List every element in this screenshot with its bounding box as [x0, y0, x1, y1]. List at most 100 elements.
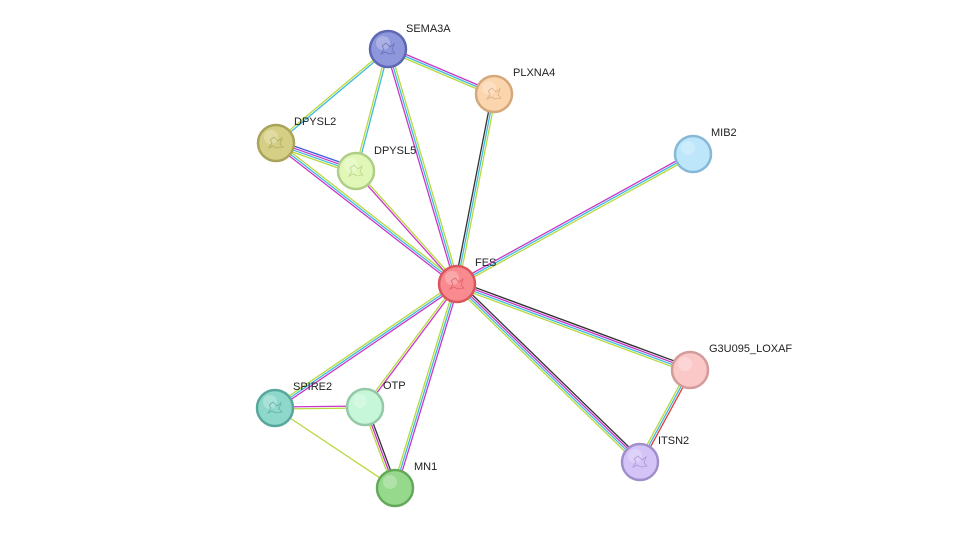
node-label: OTP [383, 380, 406, 392]
protein-structure-icon [267, 136, 284, 149]
node-circle[interactable] [345, 387, 385, 427]
edge-evidence-line [275, 285, 459, 411]
node-circle[interactable] [336, 151, 376, 191]
edge-fes-plxna4[interactable] [454, 93, 497, 285]
edge-fes-sema3a[interactable] [385, 48, 460, 285]
protein-structure-icon [347, 164, 364, 177]
edge-evidence-line [458, 281, 643, 461]
node-label: ITSN2 [658, 435, 689, 447]
edge-evidence-line [354, 48, 388, 171]
edge-evidence-line [387, 48, 458, 285]
node-circle[interactable] [255, 388, 295, 428]
node-highlight [681, 141, 695, 155]
node-label: SPIRE2 [293, 381, 332, 393]
edge-evidence-line [457, 282, 691, 370]
node-circle[interactable] [474, 74, 514, 114]
edge-evidence-line [454, 93, 493, 284]
edge-evidence-line [275, 142, 458, 285]
node-otp[interactable]: OTP [345, 380, 406, 427]
node-dpysl5[interactable]: DPYSL5 [336, 145, 416, 191]
node-label: PLXNA4 [513, 67, 555, 79]
edge-fes-dpysl5[interactable] [354, 169, 459, 286]
node-dpysl2[interactable]: DPYSL2 [256, 116, 336, 163]
edge-evidence-line [455, 151, 693, 283]
edge-evidence-line [354, 171, 457, 286]
edge-evidence-line [274, 407, 396, 489]
node-circle[interactable] [368, 29, 408, 69]
edge-evidence-line [455, 286, 690, 374]
node-circle[interactable] [256, 123, 296, 163]
protein-structure-icon [379, 42, 396, 55]
protein-structure-icon [485, 87, 502, 100]
node-mib2[interactable]: MIB2 [673, 127, 737, 174]
edge-evidence-line [457, 155, 695, 287]
node-highlight [353, 394, 367, 408]
edge-fes-otp[interactable] [363, 283, 459, 408]
edge-evidence-line [276, 49, 390, 145]
edge-evidence-line [457, 282, 642, 462]
node-plxna4[interactable]: PLXNA4 [474, 67, 555, 114]
edge-evidence-line [386, 50, 494, 97]
node-itsn2[interactable]: ITSN2 [620, 435, 689, 482]
edge-evidence-line [274, 283, 458, 409]
edge-evidence-line [458, 94, 497, 285]
edge-evidence-line [356, 169, 459, 284]
edge-fes-mib2[interactable] [455, 151, 695, 287]
node-highlight [628, 449, 642, 463]
edge-evidence-line [456, 284, 690, 372]
edge-evidence-line [457, 280, 692, 368]
edge-evidence-line [454, 285, 639, 465]
node-highlight [383, 475, 397, 489]
edge-evidence-line [274, 144, 457, 287]
edge-fes-g3u095_loxaf[interactable] [455, 280, 692, 374]
edge-fes-dpysl2[interactable] [274, 140, 459, 287]
edge-evidence-line [396, 284, 460, 489]
edge-fes-itsn2[interactable] [454, 281, 643, 465]
edge-evidence-line [363, 283, 457, 407]
edge-evidence-line [388, 46, 496, 93]
node-label: G3U095_LOXAF [709, 343, 792, 355]
edge-evidence-line [392, 283, 456, 488]
node-circle[interactable] [375, 468, 415, 508]
node-label: MIB2 [711, 127, 737, 139]
node-circle[interactable] [437, 264, 477, 304]
protein-structure-icon [448, 277, 465, 290]
node-circle[interactable] [673, 134, 713, 174]
node-label: MN1 [414, 461, 437, 473]
edge-evidence-line [456, 93, 495, 285]
edge-evidence-line [385, 49, 456, 285]
node-highlight [482, 81, 496, 95]
node-label: DPYSL2 [294, 116, 336, 128]
edge-fes-spire2[interactable] [273, 281, 459, 411]
node-sema3a[interactable]: SEMA3A [368, 23, 451, 69]
node-label: DPYSL5 [374, 145, 416, 157]
node-highlight [445, 271, 459, 285]
edge-evidence-line [356, 49, 390, 172]
edge-evidence-line [389, 48, 460, 284]
edge-sema3a-dpysl5[interactable] [354, 48, 390, 172]
edge-evidence-line [394, 283, 458, 489]
node-spire2[interactable]: SPIRE2 [255, 381, 332, 428]
node-highlight [678, 357, 692, 371]
edge-evidence-line [273, 281, 457, 407]
edge-evidence-line [455, 284, 640, 464]
node-g3u095_loxaf[interactable]: G3U095_LOXAF [670, 343, 792, 390]
node-label: FES [475, 257, 496, 269]
node-fes[interactable]: FES [437, 257, 496, 304]
node-circle[interactable] [620, 442, 660, 482]
edge-evidence-line [456, 153, 694, 285]
edge-fes-mn1[interactable] [392, 283, 460, 489]
edge-evidence-line [276, 140, 459, 283]
edge-evidence-line [365, 284, 459, 408]
edge-spire2-mn1[interactable] [274, 407, 396, 489]
node-circle[interactable] [670, 350, 710, 390]
node-highlight [344, 158, 358, 172]
edge-sema3a-dpysl2[interactable] [274, 47, 390, 145]
node-label: SEMA3A [406, 23, 451, 35]
node-highlight [264, 130, 278, 144]
node-mn1[interactable]: MN1 [375, 461, 437, 508]
edge-evidence-line [274, 47, 388, 143]
node-highlight [263, 395, 277, 409]
